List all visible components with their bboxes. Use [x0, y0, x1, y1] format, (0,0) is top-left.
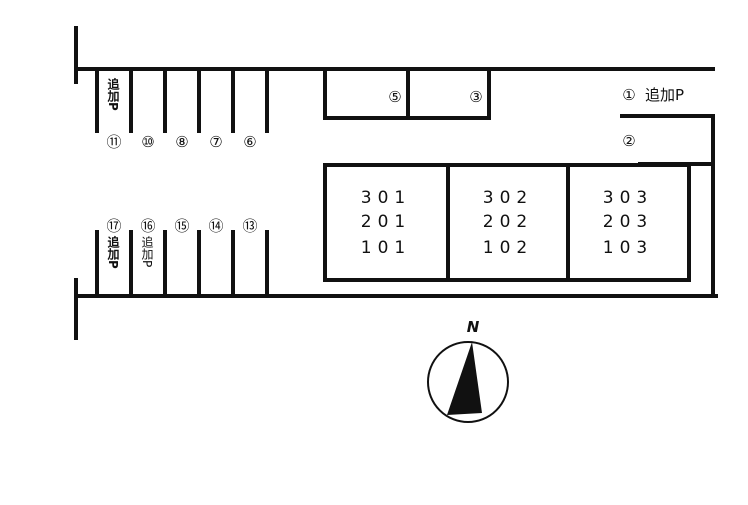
unit-numbers: 301 201 101 302 202 102 303 203 103: [361, 188, 653, 258]
unit-number: 202: [483, 212, 533, 232]
slot-number: ②: [622, 132, 635, 150]
slot-number: ⑬: [242, 217, 257, 235]
slot-number: ⑩: [141, 133, 154, 151]
slot-number: ⑯: [140, 217, 155, 235]
unit-number: 302: [483, 188, 533, 208]
building: [323, 163, 691, 282]
unit-number: 203: [603, 212, 653, 232]
slot-number: ⑦: [209, 133, 222, 151]
compass-circle: [427, 341, 509, 423]
unit-number: 303: [603, 188, 653, 208]
unit-number: 201: [361, 212, 411, 232]
slot-number: ⑧: [175, 133, 188, 151]
additional-parking-label: 追加P: [140, 235, 154, 268]
north-compass-icon: N: [427, 318, 509, 423]
bottom-slot-numbers: ⑰ ⑯ ⑮ ⑭ ⑬: [106, 217, 257, 235]
slot-number: ⑥: [243, 133, 256, 151]
slot-number: ⑪: [106, 133, 121, 151]
unit-number: 301: [361, 188, 411, 208]
slot-number: ⑤: [388, 88, 401, 106]
compass-north-label: N: [467, 318, 480, 336]
compass-needle: [447, 342, 482, 415]
side-parking: [323, 69, 491, 120]
additional-parking-label: 追加P: [106, 235, 120, 269]
additional-parking-label: 追加P: [106, 77, 120, 111]
slot-number: ①: [622, 86, 635, 104]
slot-number: ⑰: [106, 217, 121, 235]
site-outline: [74, 26, 718, 340]
unit-number: 103: [603, 238, 653, 258]
slot-number: ⑭: [208, 217, 223, 235]
unit-number: 101: [361, 238, 411, 258]
right-additional-label: 追加P: [645, 86, 684, 104]
unit-number: 102: [483, 238, 533, 258]
slot-number: ⑮: [174, 217, 189, 235]
slot-number: ③: [469, 88, 482, 106]
top-slot-numbers: ⑪ ⑩ ⑧ ⑦ ⑥: [106, 133, 256, 151]
